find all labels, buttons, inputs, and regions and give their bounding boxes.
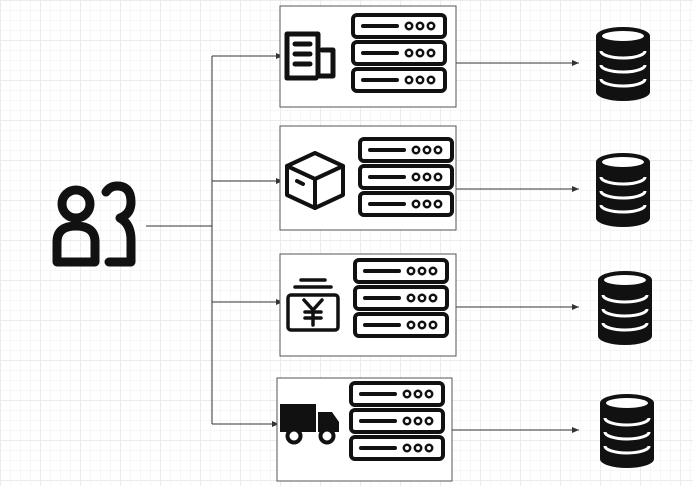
connector-lines (146, 53, 579, 433)
yen-payment-icon (286, 278, 340, 332)
users-icon (52, 181, 136, 267)
database-icon (598, 271, 652, 345)
server-icon (358, 137, 454, 217)
server-icon (353, 258, 449, 338)
database-icon (596, 27, 650, 101)
server-icon (351, 13, 447, 93)
server-stacks (349, 13, 454, 461)
truck-icon (280, 404, 339, 445)
database-icon (600, 394, 654, 468)
server-icon (349, 381, 445, 461)
database-icon (596, 153, 650, 227)
document-icon (284, 31, 336, 81)
box-icon (285, 151, 345, 210)
databases (596, 27, 654, 468)
service-box-payment (279, 253, 457, 357)
